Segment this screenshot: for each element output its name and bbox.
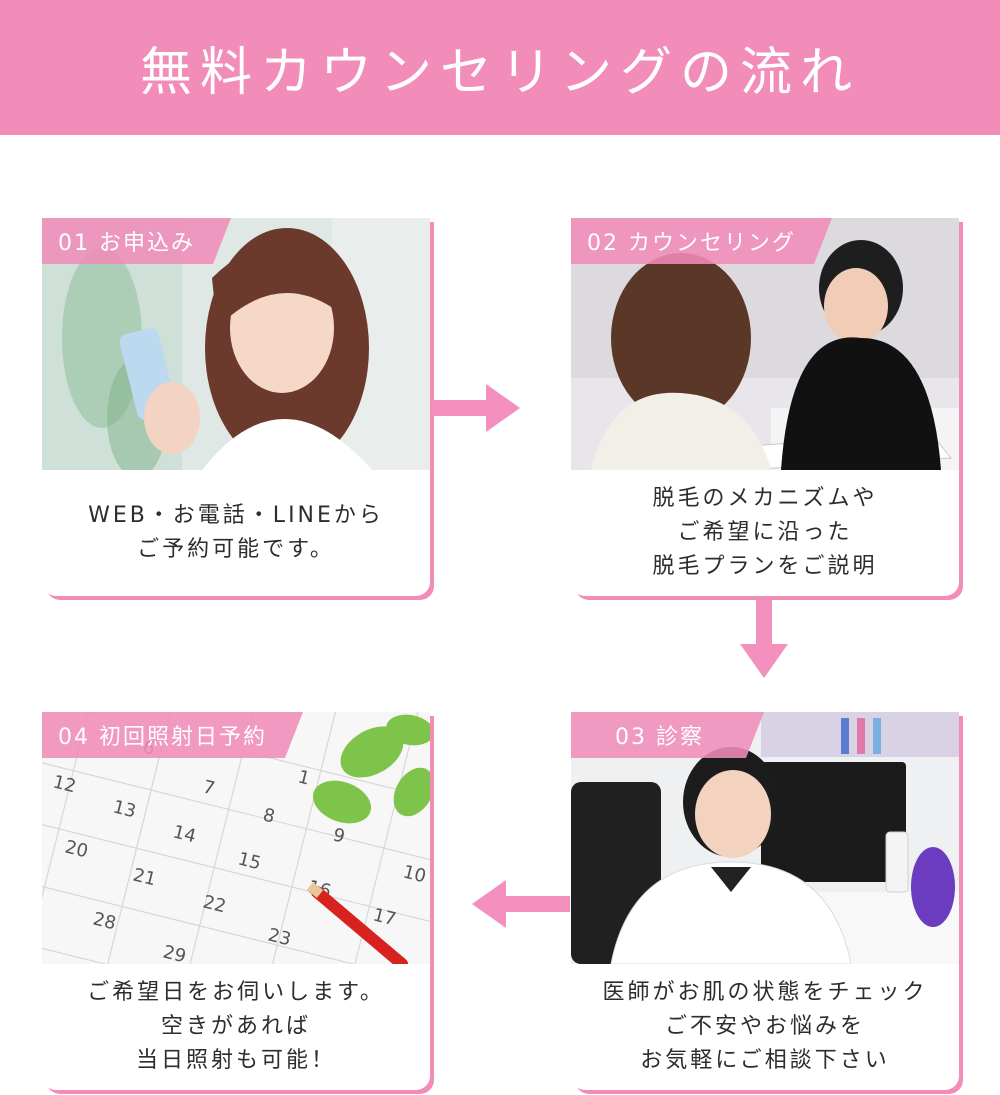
- step-card-04: 6711213814920152116102217282329 04 初回照射日…: [42, 712, 430, 1090]
- step-02-tag: 02 カウンセリング: [571, 218, 832, 264]
- step-04-line-2: 空きがあれば: [160, 1014, 311, 1039]
- step-01-photo: 01 お申込み: [42, 218, 430, 470]
- step-02-line-3: 脱毛プランをご説明: [652, 554, 878, 579]
- step-card-03: 03 診察 医師がお肌の状態をチェック ご不安やお悩みを お気軽にご相談下さい: [571, 712, 959, 1090]
- calendar-date-number: 29: [161, 941, 188, 964]
- step-03-tag: 03 診察: [571, 712, 764, 758]
- step-02-line-2: ご希望に沿った: [677, 520, 853, 545]
- step-01-tag: 01 お申込み: [42, 218, 231, 264]
- step-03-photo: 03 診察: [571, 712, 959, 964]
- page-header: 無料カウンセリングの流れ: [0, 0, 1000, 135]
- step-01-line-2: ご予約可能です。: [137, 537, 335, 562]
- calendar-date-number: 9: [331, 824, 347, 847]
- arrow-down-icon: [740, 600, 788, 678]
- step-04-photo: 6711213814920152116102217282329 04 初回照射日…: [42, 712, 430, 964]
- step-card-01: 01 お申込み WEB・お電話・LINEから ご予約可能です。: [42, 218, 430, 596]
- step-01-line-1: WEB・お電話・LINEから: [88, 503, 384, 528]
- step-02-line-1: 脱毛のメカニズムや: [652, 486, 878, 511]
- arrow-right-icon: [432, 384, 520, 432]
- calendar-date-number: 1: [296, 766, 312, 789]
- step-02-photo: 02 カウンセリング: [571, 218, 959, 470]
- calendar-date-number: 8: [261, 804, 277, 827]
- step-card-02: 02 カウンセリング 脱毛のメカニズムや ご希望に沿った 脱毛プランをご説明: [571, 218, 959, 596]
- arrow-left-icon: [472, 880, 570, 928]
- step-04-line-1: ご希望日をお伺いします。: [87, 980, 385, 1005]
- step-04-tag: 04 初回照射日予約: [42, 712, 303, 758]
- page-title: 無料カウンセリングの流れ: [139, 43, 860, 103]
- step-03-line-3: お気軽にご相談下さい: [640, 1048, 890, 1073]
- step-03-line-1: 医師がお肌の状態をチェック: [602, 980, 928, 1005]
- calendar-date-number: 7: [201, 776, 217, 799]
- step-04-line-3: 当日照射も可能！: [135, 1048, 336, 1073]
- step-03-line-2: ご不安やお悩みを: [664, 1014, 865, 1039]
